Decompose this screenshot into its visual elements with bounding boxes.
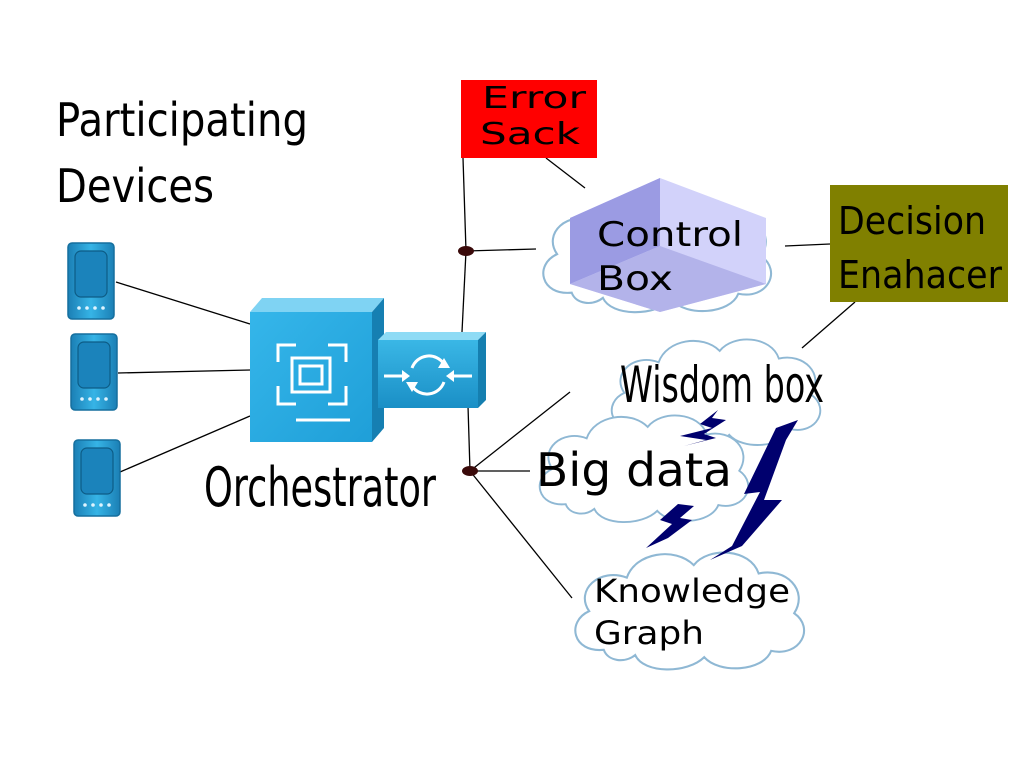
wisdom-box-link xyxy=(469,391,571,472)
knowledge-graph-cloud: Knowledge Graph xyxy=(574,551,806,671)
knowledge-graph-line1: Knowledge xyxy=(594,572,790,610)
decision-enhancer-line2: Enahacer xyxy=(838,253,1002,297)
participating-devices-title-line1: Participating xyxy=(56,93,308,147)
connector-lines xyxy=(115,157,856,599)
knowledge-graph-link xyxy=(469,470,573,599)
error-sack-line2: Sack xyxy=(480,117,581,152)
device-2 xyxy=(70,333,118,411)
lightning-bolt-large-icon xyxy=(710,420,798,560)
control-to-decision-link xyxy=(784,243,831,247)
switch-up-link xyxy=(461,250,467,333)
control-box-line2: Box xyxy=(597,259,673,299)
big-data-cloud: Big data xyxy=(536,414,750,524)
error-sack-line1: Error xyxy=(482,81,587,116)
lightning-bolt-small-bottom-icon xyxy=(646,504,694,548)
error-sack-to-cloud-link xyxy=(545,157,586,189)
junction-dot-upper xyxy=(458,246,474,256)
switch-icon xyxy=(378,332,486,408)
device-1-link xyxy=(115,281,251,325)
decision-enhancer-box: Decision Enahacer xyxy=(830,185,1008,302)
control-box-line1: Control xyxy=(597,215,743,255)
knowledge-graph-line2: Graph xyxy=(594,614,704,652)
control-box-link xyxy=(465,248,537,252)
switch-down-link xyxy=(467,405,471,472)
lightning-bolt-small-top-icon xyxy=(680,410,726,446)
wisdom-box-label: Wisdom box xyxy=(620,356,824,414)
decision-to-wisdom-link xyxy=(801,301,856,349)
wisdom-box-cloud: Wisdom box xyxy=(610,338,824,448)
junction-dot-lower xyxy=(462,466,478,476)
error-sack-vertical-link xyxy=(462,157,467,252)
device-2-link xyxy=(117,369,251,374)
device-3-link xyxy=(119,415,251,473)
error-sack-box: Error Sack xyxy=(461,80,597,158)
orchestrator-label: Orchestrator xyxy=(204,456,437,519)
decision-enhancer-line1: Decision xyxy=(838,199,986,243)
big-data-label: Big data xyxy=(536,443,732,497)
device-1 xyxy=(67,242,115,320)
orchestrator-icon xyxy=(250,298,384,442)
device-3 xyxy=(73,439,121,517)
control-box-cloud: Control Box xyxy=(542,178,773,314)
participating-devices-title-line2: Devices xyxy=(56,159,214,213)
lightning-bolt-icons xyxy=(646,410,798,560)
